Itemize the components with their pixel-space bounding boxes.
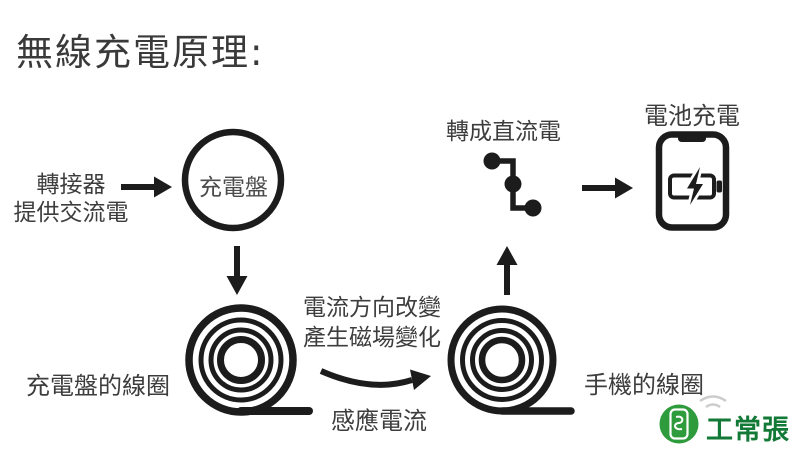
- field-change-line2: 產生磁場變化: [303, 325, 441, 351]
- battery-charging-icon: [668, 164, 722, 208]
- adapter-label-line2: 提供交流電: [13, 200, 129, 226]
- field-change-label: 電流方向改變 產生磁場變化: [297, 293, 447, 353]
- phone-coil-icon: [447, 305, 575, 415]
- dc-conversion-label: 轉成直流電: [446, 119, 561, 145]
- arrow-up-coil-to-dc: [496, 246, 518, 295]
- phone-icon: [655, 131, 730, 231]
- arrow-right-adapter-to-pad: [121, 176, 172, 198]
- charging-pad-label: 充電盤: [199, 175, 268, 201]
- logo-phone-icon: [669, 408, 689, 440]
- charging-pad-icon: [181, 128, 285, 232]
- page-title: 無線充電原理:: [16, 31, 265, 74]
- pad-coil-icon: [185, 304, 313, 416]
- arrow-down-pad-to-coil: [226, 246, 248, 295]
- logo-badge: [659, 395, 727, 444]
- pad-coil-label: 充電盤的線圈: [26, 372, 170, 400]
- dc-converter-icon: [483, 152, 542, 217]
- adapter-label: 轉接器 提供交流電: [4, 171, 138, 227]
- adapter-label-line1: 轉接器: [36, 172, 106, 198]
- phone-coil-label: 手機的線圈: [584, 371, 704, 399]
- arrow-right-dc-to-phone: [582, 177, 633, 199]
- battery-charging-label: 電池充電: [644, 102, 740, 130]
- phone-notch-icon: [678, 132, 706, 142]
- logo-text: 工常張: [706, 415, 790, 446]
- field-change-line1: 電流方向改變: [303, 295, 441, 321]
- arrow-curved-induced-current: [319, 368, 431, 390]
- logo-circle-icon: [659, 404, 699, 444]
- induced-current-label: 感應電流: [331, 407, 427, 435]
